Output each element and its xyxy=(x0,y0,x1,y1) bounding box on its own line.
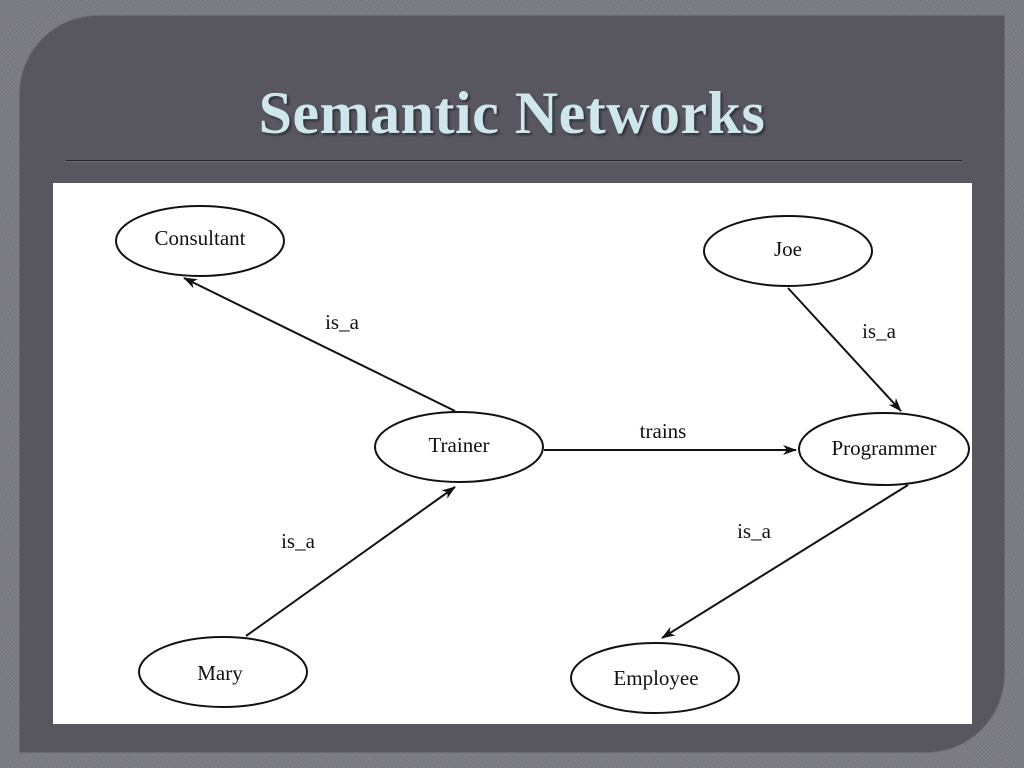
title-divider xyxy=(66,160,962,162)
edge-label-trainer-consultant: is_a xyxy=(325,310,360,334)
edge-label-joe-programmer: is_a xyxy=(862,319,897,343)
diagram-canvas: is_a is_a trains is_a is_a Consultant Jo… xyxy=(115,205,970,714)
edge-mary-trainer xyxy=(245,486,456,637)
slide-title: Semantic Networks xyxy=(258,80,766,146)
node-employee: Employee xyxy=(570,642,740,714)
node-label-consultant: Consultant xyxy=(154,226,245,250)
node-consultant: Consultant xyxy=(115,205,285,277)
node-label-programmer: Programmer xyxy=(832,436,937,460)
edge-programmer-employee xyxy=(661,484,909,639)
edge-label-mary-trainer: is_a xyxy=(281,529,316,553)
edge-trainer-consultant xyxy=(183,277,456,412)
edge-label-programmer-employee: is_a xyxy=(737,519,772,543)
node-label-employee: Employee xyxy=(613,666,698,690)
node-programmer: Programmer xyxy=(798,412,970,486)
node-joe: Joe xyxy=(703,215,873,287)
node-label-trainer: Trainer xyxy=(428,433,489,457)
edge-joe-programmer xyxy=(787,287,902,412)
node-label-mary: Mary xyxy=(197,661,243,685)
semantic-network-diagram: is_a is_a trains is_a is_a Consultant Jo… xyxy=(53,183,972,724)
node-label-joe: Joe xyxy=(774,237,802,261)
edge-label-trainer-programmer: trains xyxy=(640,419,687,443)
node-mary: Mary xyxy=(138,636,308,708)
edges xyxy=(183,277,909,639)
edge-labels: is_a is_a trains is_a is_a xyxy=(281,310,897,553)
node-trainer: Trainer xyxy=(374,411,544,483)
